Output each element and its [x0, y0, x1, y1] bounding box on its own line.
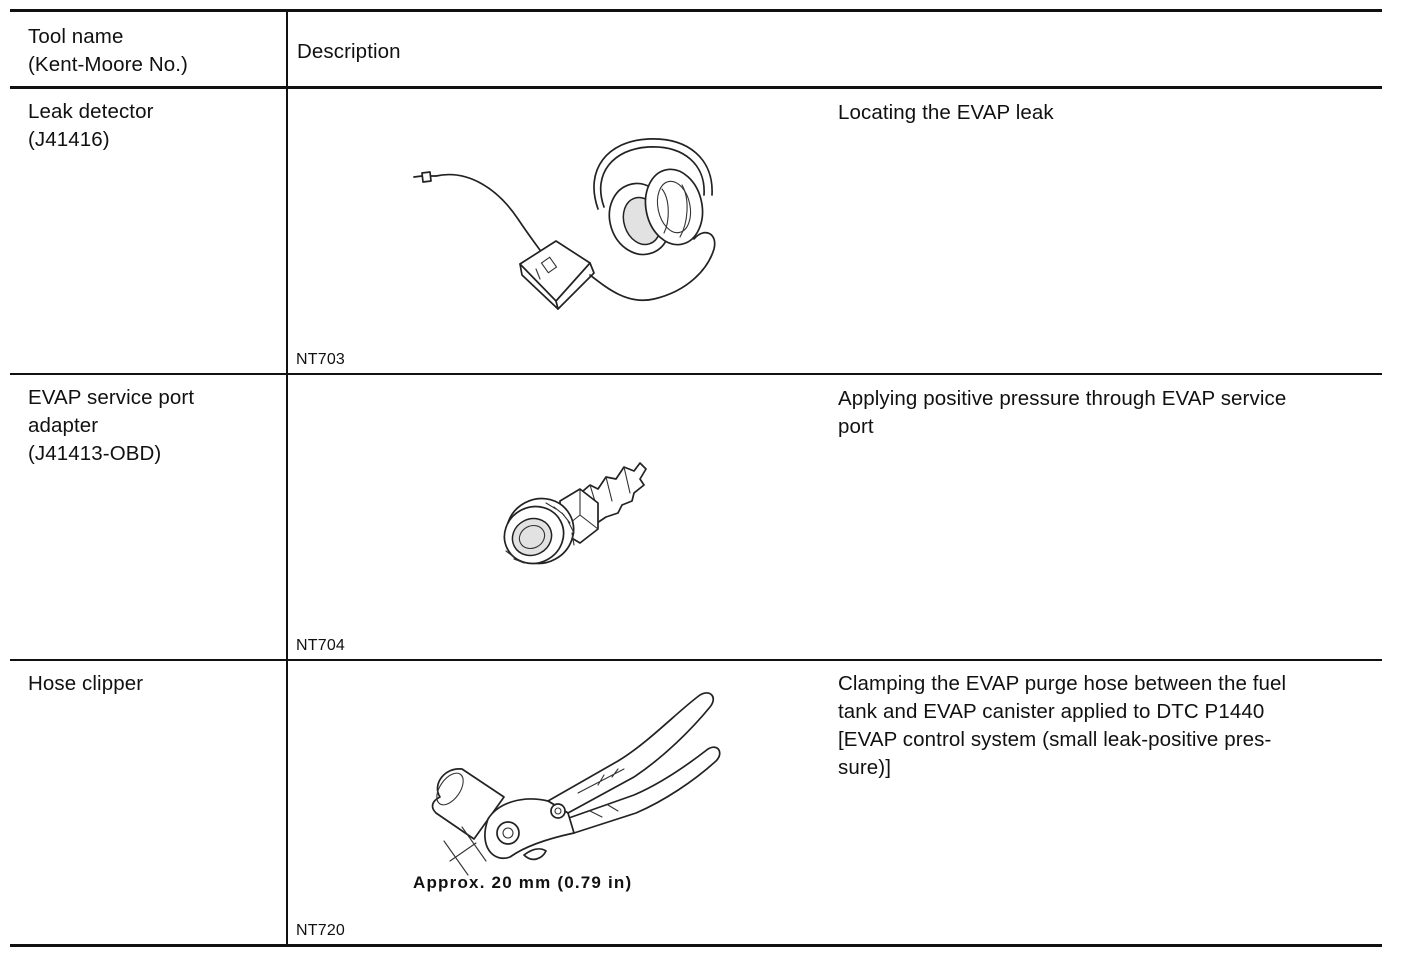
header-bottom-rule — [10, 86, 1382, 89]
service-port-adapter-icon — [494, 449, 654, 574]
description-cell: Clamping the EVAP purge hose between the… — [838, 672, 1287, 779]
figure-code: NT704 — [296, 637, 346, 654]
description-cell: Locating the EVAP leak — [838, 101, 1054, 124]
table-bottom-rule — [10, 944, 1382, 947]
dimension-callout: Approx. 20 mm (0.79 in) — [413, 873, 633, 892]
figure-code: NT703 — [296, 351, 346, 368]
tool-name-cell: Hose clipper — [28, 672, 144, 695]
description-cell: Applying positive pressure through EVAP … — [838, 387, 1287, 438]
figure-code: NT720 — [296, 922, 346, 939]
table-top-rule — [10, 9, 1382, 12]
row-divider — [10, 659, 1382, 661]
tool-name-cell: EVAP service port adapter (J41413-OBD) — [28, 386, 195, 465]
hose-clipper-icon — [428, 677, 728, 876]
header-tool-name: Tool name (Kent-Moore No.) — [28, 25, 188, 76]
leak-detector-icon — [408, 129, 728, 324]
header-description: Description — [297, 40, 401, 63]
column-divider — [286, 12, 288, 944]
row-divider — [10, 373, 1382, 375]
tool-name-cell: Leak detector (J41416) — [28, 100, 154, 151]
tool-table: Tool name (Kent-Moore No.) Description L… — [10, 9, 1382, 949]
